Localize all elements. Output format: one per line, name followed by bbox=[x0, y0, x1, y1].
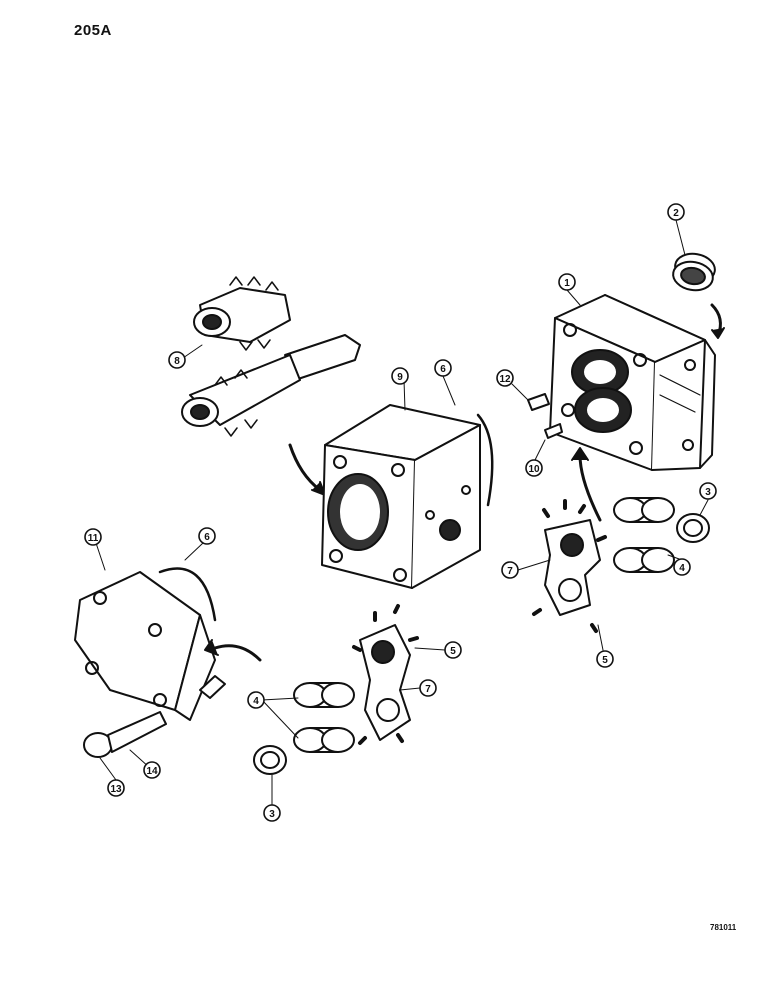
shaft-seal bbox=[672, 252, 725, 339]
svg-text:8: 8 bbox=[174, 356, 180, 367]
callout-4-right: 4 bbox=[673, 558, 691, 576]
callout-1: 1 bbox=[558, 273, 576, 291]
svg-text:3: 3 bbox=[269, 809, 275, 820]
gear-housing bbox=[321, 404, 494, 589]
svg-text:5: 5 bbox=[450, 646, 456, 657]
callout-6-left: 6 bbox=[198, 527, 216, 545]
svg-text:3: 3 bbox=[705, 487, 711, 498]
svg-text:7: 7 bbox=[425, 684, 431, 695]
svg-text:1: 1 bbox=[564, 278, 570, 289]
svg-text:10: 10 bbox=[528, 464, 540, 475]
mounting-flange bbox=[549, 294, 716, 471]
callout-3-left: 3 bbox=[263, 804, 281, 822]
callout-2: 2 bbox=[667, 203, 685, 221]
bearings-left bbox=[253, 682, 355, 775]
bearings-right bbox=[571, 447, 710, 573]
callout-7-right: 7 bbox=[501, 561, 519, 579]
svg-text:9: 9 bbox=[397, 372, 403, 383]
svg-text:4: 4 bbox=[253, 696, 259, 707]
callout-10: 10 bbox=[525, 459, 543, 477]
drive-gears bbox=[181, 276, 361, 496]
end-cover bbox=[74, 567, 262, 758]
svg-text:6: 6 bbox=[440, 364, 446, 375]
callout-5-right: 5 bbox=[596, 650, 614, 668]
leader-lines bbox=[95, 219, 709, 806]
svg-text:5: 5 bbox=[602, 655, 608, 666]
callout-14: 14 bbox=[143, 761, 161, 779]
callout-6-top: 6 bbox=[434, 359, 452, 377]
svg-text:11: 11 bbox=[88, 533, 99, 544]
callout-5-left: 5 bbox=[444, 641, 462, 659]
callout-3-right: 3 bbox=[699, 482, 717, 500]
svg-text:7: 7 bbox=[507, 566, 513, 577]
page-number: 205A bbox=[74, 22, 112, 39]
svg-text:14: 14 bbox=[146, 766, 158, 777]
svg-text:2: 2 bbox=[673, 208, 679, 219]
callout-11: 11 bbox=[84, 528, 102, 546]
svg-text:12: 12 bbox=[499, 374, 511, 385]
figure-code: 781011 bbox=[710, 923, 737, 932]
callout-8: 8 bbox=[168, 351, 186, 369]
plug-and-dowel bbox=[527, 393, 563, 439]
svg-text:6: 6 bbox=[204, 532, 210, 543]
wear-plate-right bbox=[532, 499, 607, 633]
callout-4-left: 4 bbox=[247, 691, 265, 709]
callout-9: 9 bbox=[391, 367, 409, 385]
wear-plate-left bbox=[352, 604, 419, 745]
svg-text:4: 4 bbox=[679, 563, 685, 574]
callout-13: 13 bbox=[107, 779, 125, 797]
callout-12: 12 bbox=[496, 369, 514, 387]
callout-7-left: 7 bbox=[419, 679, 437, 697]
svg-text:13: 13 bbox=[110, 784, 122, 795]
